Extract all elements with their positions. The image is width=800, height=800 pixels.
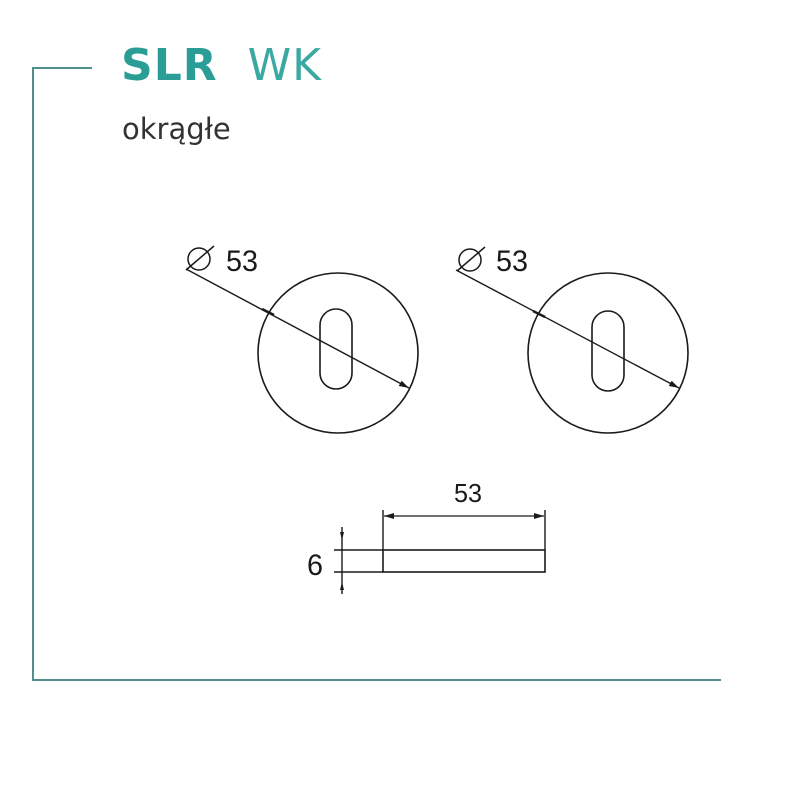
product-title: SLR WK: [121, 40, 322, 91]
front-view-2: 53: [455, 245, 689, 434]
width-label: 53: [454, 478, 482, 508]
model-name: SLR: [121, 40, 218, 91]
rosette-outline: [257, 272, 419, 434]
diameter-dimension-line: [185, 268, 410, 389]
thickness-label: 6: [307, 549, 323, 582]
frame-top-line: [32, 67, 92, 69]
diameter-dimension-line: [455, 269, 680, 389]
keyhole-slot: [319, 308, 353, 390]
shape-label: okrągłe: [122, 112, 231, 146]
diameter-symbol-icon: [187, 247, 211, 271]
front-view-1: 53: [185, 245, 419, 434]
rosette-profile: [382, 549, 546, 573]
keyhole-slot: [591, 310, 625, 392]
diameter-label: 53: [226, 245, 258, 278]
diameter-label: 53: [496, 245, 528, 278]
rosette-outline: [527, 272, 689, 434]
frame-bottom-line: [32, 679, 721, 681]
variant-name: WK: [247, 40, 322, 91]
frame-left-line: [32, 67, 34, 681]
diameter-symbol-icon: [458, 248, 482, 272]
side-view: 53 6: [307, 478, 546, 594]
